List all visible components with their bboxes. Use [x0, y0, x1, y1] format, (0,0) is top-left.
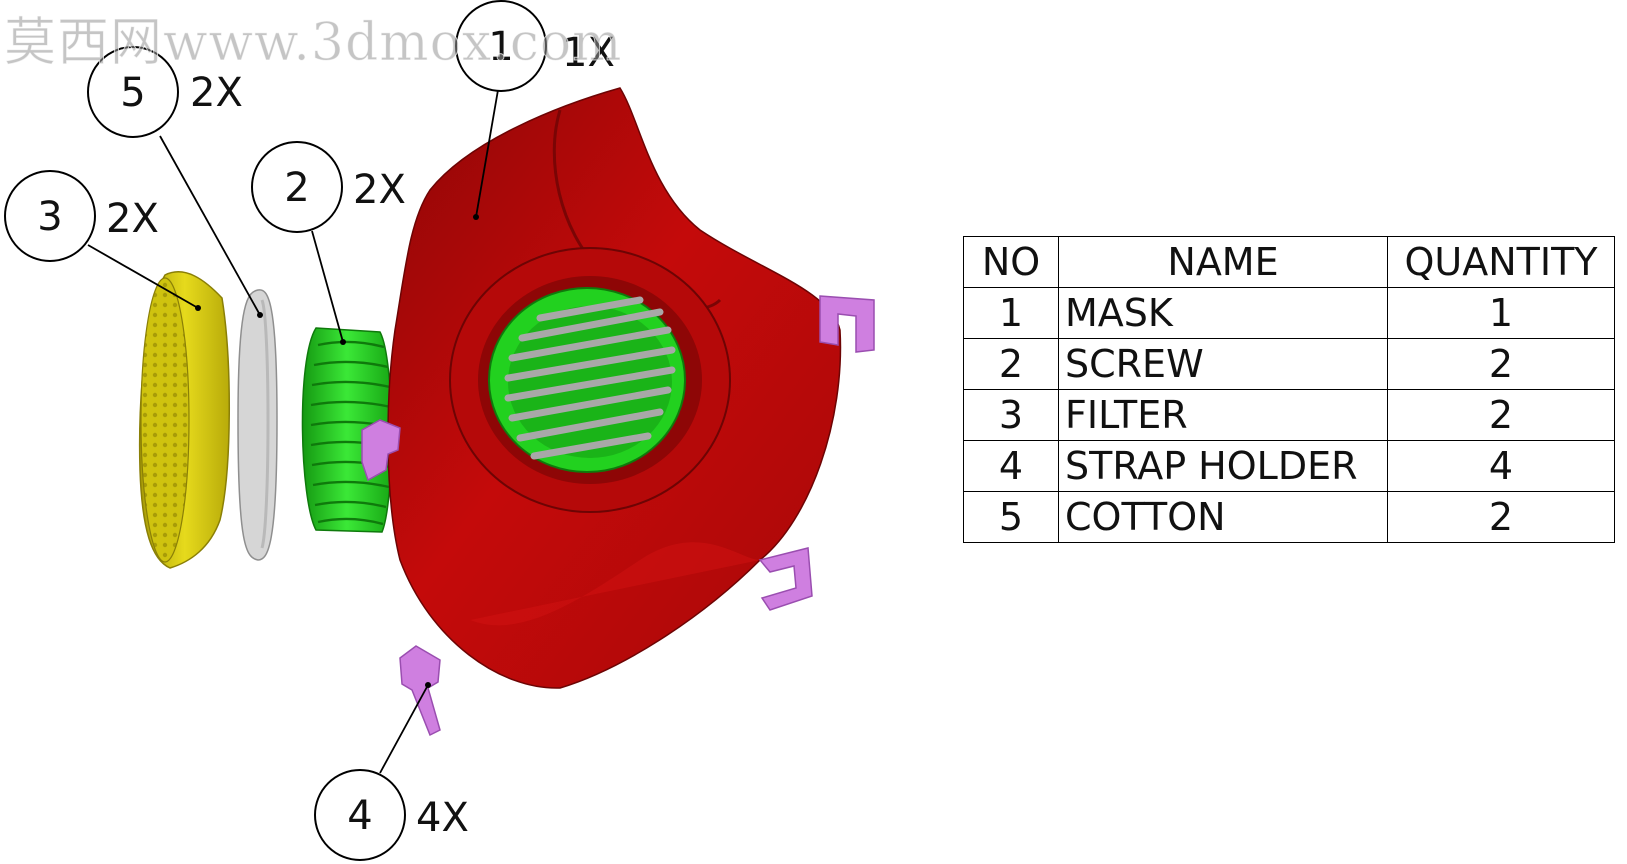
table-row: 5 COTTON 2 [963, 491, 1615, 543]
table-row: 4 STRAP HOLDER 4 [963, 440, 1615, 492]
cell-quantity: 1 [1387, 287, 1615, 339]
cotton-part [237, 289, 278, 561]
watermark: 莫西网www.3dmox.com [3, 13, 623, 74]
balloon-4: 4 4X [314, 769, 469, 861]
svg-text:4: 4 [347, 793, 372, 839]
cell-no: 2 [963, 338, 1059, 390]
balloon-3: 3 2X [4, 170, 159, 262]
bill-of-materials-table: NO NAME QUANTITY 1 MASK 1 2 SCREW 2 3 FI… [963, 236, 1615, 543]
balloon-1: 1 1X [455, 0, 615, 92]
leader-lines [87, 89, 499, 774]
cell-no: 3 [963, 389, 1059, 441]
cell-quantity: 2 [1387, 389, 1615, 441]
header-name: NAME [1058, 236, 1388, 288]
cell-name: SCREW [1058, 338, 1388, 390]
table-header-row: NO NAME QUANTITY [963, 236, 1615, 288]
cell-name: COTTON [1058, 491, 1388, 543]
cell-quantity: 2 [1387, 338, 1615, 390]
cell-no: 4 [963, 440, 1059, 492]
svg-text:4X: 4X [416, 795, 469, 841]
svg-text:2: 2 [284, 165, 309, 211]
mask-grille [488, 287, 686, 473]
balloon-2: 2 2X [251, 141, 406, 233]
svg-text:2X: 2X [106, 196, 159, 242]
svg-text:2X: 2X [353, 167, 406, 213]
filter-part [138, 271, 231, 569]
strap-holder-part [361, 295, 875, 737]
cell-name: FILTER [1058, 389, 1388, 441]
svg-text:2X: 2X [190, 70, 243, 116]
cell-no: 5 [963, 491, 1059, 543]
balloon-5: 5 2X [87, 46, 243, 138]
header-no: NO [963, 236, 1059, 288]
header-quantity: QUANTITY [1387, 236, 1615, 288]
cell-no: 1 [963, 287, 1059, 339]
svg-text:1X: 1X [562, 30, 615, 76]
cell-name: STRAP HOLDER [1058, 440, 1388, 492]
cell-name: MASK [1058, 287, 1388, 339]
svg-text:1: 1 [488, 24, 513, 70]
table-row: 3 FILTER 2 [963, 389, 1615, 441]
table-row: 2 SCREW 2 [963, 338, 1615, 390]
svg-text:3: 3 [37, 194, 62, 240]
svg-text:5: 5 [120, 70, 145, 116]
cell-quantity: 2 [1387, 491, 1615, 543]
screw-part [301, 327, 393, 533]
cell-quantity: 4 [1387, 440, 1615, 492]
exploded-assembly-diagram: 1 1X 2 2X 3 2X 4 4X 5 2X [4, 0, 875, 861]
table-row: 1 MASK 1 [963, 287, 1615, 339]
